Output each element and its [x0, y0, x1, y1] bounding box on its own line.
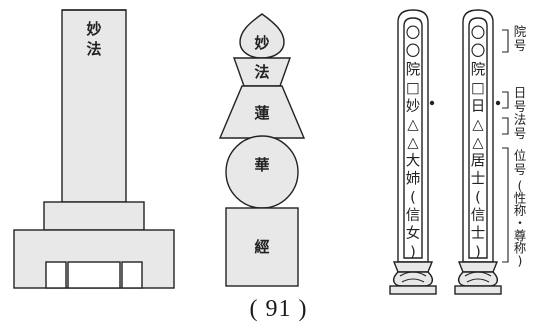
gorinto-tier-4: 華 [254, 156, 269, 174]
ihai-man-char-11: 信 [471, 207, 486, 224]
ihai-woman-char-13: ) [410, 244, 416, 260]
page-number: ( 91 ) [249, 296, 308, 322]
label-seisho-char-4: ・ [514, 216, 527, 231]
label-seisho-char-7: ) [518, 253, 523, 268]
ihai-man-char-13: ) [475, 244, 481, 260]
gravestone-char-2: 法 [86, 40, 101, 58]
ihai-woman-char-7: △ [407, 135, 419, 151]
ihai-woman-char-9: 姉 [406, 171, 421, 188]
ihai-man-char-12: 士 [471, 225, 486, 242]
ihai-man-char-8: 居 [471, 153, 486, 169]
gorinto-tier-1: 妙 [254, 34, 269, 52]
ihai-woman-char-5: 妙 [406, 98, 421, 115]
label-seisho-char-2: 性 [514, 191, 527, 206]
label-ingo-char-2: 号 [514, 38, 527, 53]
label-seisho-char-3: 称 [514, 203, 527, 218]
separator-dot-2 [495, 100, 501, 106]
ihai-woman-char-12: 女 [406, 224, 421, 242]
ihai-man-char-1: 〇 [471, 25, 486, 42]
ihai-woman-char-10: ( [410, 190, 416, 206]
ihai-man-char-7: △ [472, 135, 484, 151]
ihai-man-char-6: △ [472, 117, 484, 133]
ihai-woman-char-3: 院 [406, 61, 421, 78]
separator-dot-1 [429, 100, 435, 106]
ihai-woman-char-11: 信 [406, 207, 421, 224]
gorinto-illustration: 妙 法 蓮 華 經 [218, 13, 306, 287]
label-seisho-char-1: ( [518, 178, 523, 193]
label-hogo-char-2: 号 [514, 126, 527, 141]
ihai-man-char-9: 士 [471, 171, 486, 188]
ihai-woman-char-2: 〇 [406, 43, 421, 60]
gorinto-tier-5: 經 [254, 238, 269, 256]
ihai-woman-char-8: 大 [406, 152, 421, 169]
label-nichigo-char-2: 号 [514, 99, 527, 114]
gorinto-tier-2: 法 [254, 63, 269, 81]
gravestone-illustration: 妙 法 [13, 9, 175, 289]
ihai-illustration: 〇〇院□妙△△大姉(信女) 〇〇院□日△△居士(信士) 院号日号法号位号(性称・… [389, 9, 527, 295]
ihai-man-char-4: □ [471, 81, 485, 97]
label-igo-char-2: 号 [514, 162, 527, 177]
label-seisho-char-6: 称 [514, 241, 527, 256]
label-hogo-char-1: 法 [514, 112, 527, 127]
ihai-man-char-10: ( [475, 190, 481, 206]
ihai-man-char-2: 〇 [471, 43, 486, 60]
ihai-woman-char-4: □ [406, 81, 420, 97]
label-ingo-char-1: 院 [514, 24, 527, 39]
gravestone-char-1: 妙 [86, 20, 101, 38]
label-seisho-char-5: 尊 [514, 228, 527, 243]
ihai-woman-char-1: 〇 [406, 25, 421, 42]
label-nichigo-char-1: 日 [514, 85, 527, 100]
ihai-tablet-man [454, 9, 502, 295]
label-brackets [502, 29, 509, 263]
ihai-woman-char-6: △ [407, 117, 419, 133]
gorinto-tier-3: 蓮 [254, 104, 269, 122]
ihai-man-char-3: 院 [471, 61, 486, 78]
label-igo-char-1: 位 [514, 148, 527, 163]
ihai-man-char-5: 日 [471, 99, 486, 115]
ihai-tablet-woman [389, 9, 437, 295]
